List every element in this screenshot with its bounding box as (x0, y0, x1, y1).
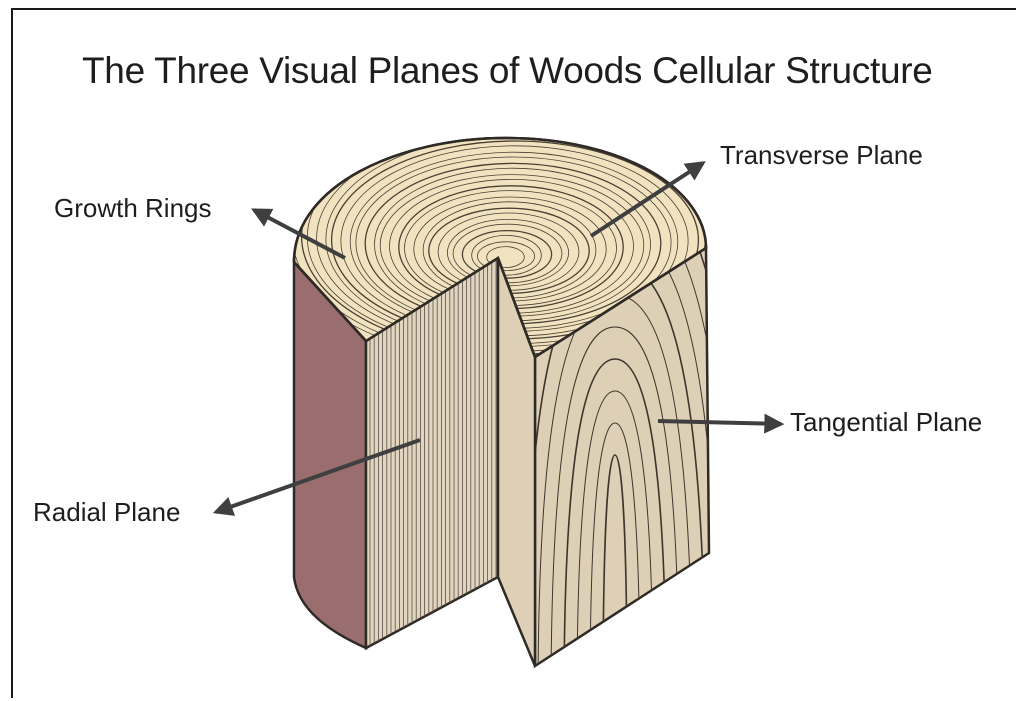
radial-plane-label: Radial Plane (33, 497, 180, 528)
transverse-plane-label: Transverse Plane (720, 140, 923, 171)
tangential-plane-label: Tangential Plane (790, 407, 982, 438)
growth-rings-label: Growth Rings (54, 193, 212, 224)
